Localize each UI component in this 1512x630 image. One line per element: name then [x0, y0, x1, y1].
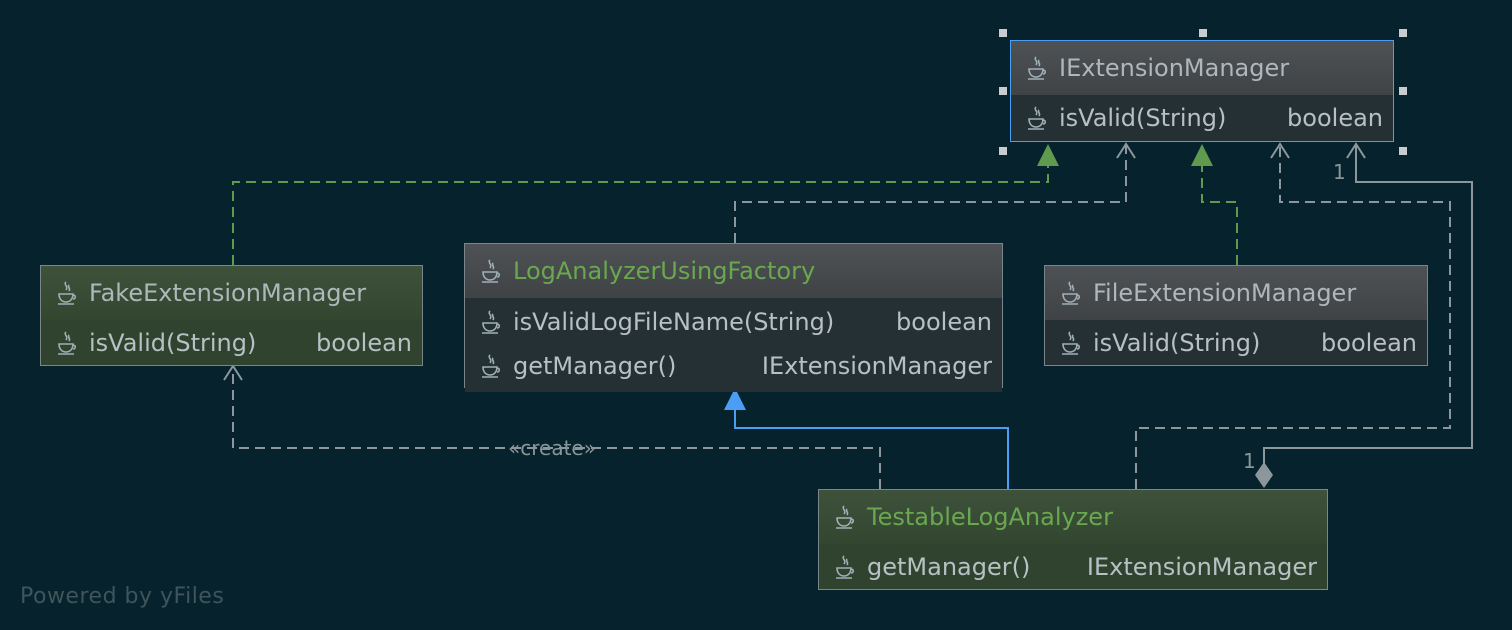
node-iextension-manager[interactable]: IExtensionManager isValid(String) boolea…	[1010, 40, 1394, 142]
member-name: getManager()	[513, 352, 677, 380]
association-arrowhead	[1346, 142, 1366, 159]
java-icon	[482, 259, 501, 283]
member-row[interactable]: isValid(String) boolean	[41, 320, 422, 365]
node-log-analyzer-using-factory[interactable]: LogAnalyzerUsingFactory isValidLogFileNa…	[464, 243, 1003, 392]
powered-by-footer: Powered by yFiles	[20, 584, 225, 609]
realization-arrowhead	[1191, 144, 1213, 166]
realization-arrowhead	[1037, 144, 1059, 166]
member-row[interactable]: getManager() IExtensionManager	[819, 544, 1327, 589]
java-icon	[836, 505, 855, 529]
member-name: getManager()	[867, 552, 1031, 581]
java-icon	[1062, 281, 1081, 305]
node-header[interactable]: IExtensionManager	[1011, 41, 1393, 95]
edge-testable-aggregates-iextension	[1263, 144, 1473, 466]
dependency-arrowhead	[1116, 142, 1136, 159]
aggregation-diamond	[1255, 462, 1273, 488]
member-row[interactable]: isValid(String) boolean	[1011, 95, 1393, 141]
member-name: isValid(String)	[89, 328, 257, 357]
member-row[interactable]: isValidLogFileName(String) boolean	[465, 300, 1002, 344]
member-type: boolean	[1321, 328, 1417, 357]
edge-file-realizes-iextension	[1201, 166, 1238, 265]
member-type: IExtensionManager	[761, 352, 992, 380]
member-name: isValid(String)	[1093, 328, 1261, 357]
java-icon	[58, 281, 77, 305]
java-icon	[1062, 330, 1081, 355]
member-name: isValid(String)	[1059, 104, 1227, 132]
node-header[interactable]: FakeExtensionManager	[41, 266, 422, 320]
node-header[interactable]: TestableLogAnalyzer	[819, 490, 1327, 544]
selection-handle[interactable]	[999, 147, 1007, 155]
node-fake-extension-manager[interactable]: FakeExtensionManager isValid(String) boo…	[40, 265, 423, 366]
java-icon	[1028, 106, 1047, 130]
class-title: FakeExtensionManager	[89, 279, 367, 307]
class-title: LogAnalyzerUsingFactory	[513, 257, 816, 285]
class-title: FileExtensionManager	[1093, 279, 1357, 307]
edge-loganalyzer-uses-iextension	[734, 144, 1127, 243]
member-type: IExtensionManager	[1086, 552, 1317, 581]
selection-handle[interactable]	[1399, 147, 1407, 155]
multiplicity-label: 1	[1243, 449, 1256, 473]
java-icon	[1028, 56, 1047, 80]
dependency-arrowhead	[1270, 142, 1290, 159]
member-type: boolean	[896, 308, 992, 336]
node-header[interactable]: FileExtensionManager	[1045, 266, 1427, 320]
class-title: IExtensionManager	[1059, 54, 1290, 82]
member-row[interactable]: getManager() IExtensionManager	[465, 344, 1002, 388]
member-type: boolean	[316, 328, 412, 357]
inheritance-arrowhead	[724, 388, 746, 410]
selection-handle[interactable]	[1399, 87, 1407, 95]
node-header[interactable]: LogAnalyzerUsingFactory	[465, 244, 1002, 298]
member-name: isValidLogFileName(String)	[513, 308, 835, 336]
edge-label-create: «create»	[508, 436, 596, 460]
edge-testable-uses-iextension	[1135, 144, 1451, 489]
java-icon	[836, 554, 855, 579]
member-row[interactable]: isValid(String) boolean	[1045, 320, 1427, 365]
multiplicity-label: 1	[1333, 160, 1346, 184]
selection-handle[interactable]	[1399, 29, 1407, 37]
class-title: TestableLogAnalyzer	[867, 503, 1113, 531]
edge-testable-creates-fake	[232, 366, 881, 489]
java-icon	[58, 330, 77, 355]
node-testable-log-analyzer[interactable]: TestableLogAnalyzer getManager() IExtens…	[818, 489, 1328, 590]
selection-handle[interactable]	[1199, 29, 1207, 37]
java-icon	[482, 310, 501, 334]
edge-fake-realizes-iextension	[232, 166, 1049, 265]
java-icon	[482, 354, 501, 378]
edge-testable-extends-loganalyzer	[734, 410, 1009, 489]
selection-handle[interactable]	[999, 87, 1007, 95]
selection-handle[interactable]	[999, 29, 1007, 37]
member-type: boolean	[1287, 104, 1383, 132]
dependency-arrowhead	[223, 364, 243, 381]
node-file-extension-manager[interactable]: FileExtensionManager isValid(String) boo…	[1044, 265, 1428, 366]
